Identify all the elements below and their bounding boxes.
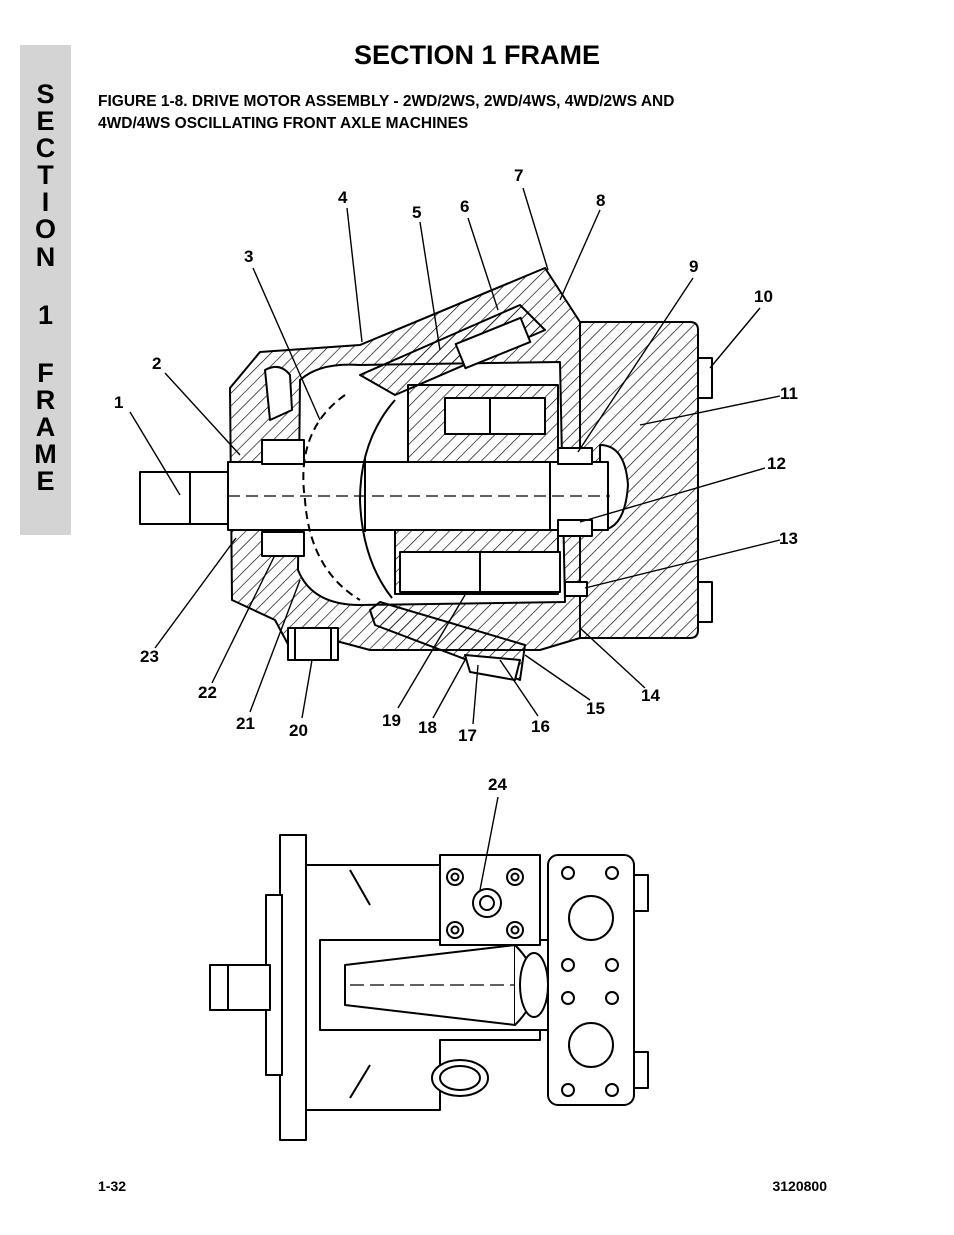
callout-1: 1 [114, 393, 124, 412]
callout-2: 2 [152, 354, 162, 373]
side-tab-letter: R [35, 385, 56, 415]
callout-4: 4 [338, 188, 348, 207]
callout-17: 17 [458, 726, 477, 745]
callout-23: 23 [140, 647, 159, 666]
callout-21: 21 [236, 714, 255, 733]
callout-16: 16 [531, 717, 550, 736]
callout-18: 18 [418, 718, 437, 737]
side-tab-letter: F [37, 358, 54, 388]
callout-19: 19 [382, 711, 401, 730]
callout-8: 8 [596, 191, 606, 210]
callout-11: 11 [780, 384, 798, 403]
side-tab-letter: M [34, 439, 57, 469]
side-tab-letter: E [36, 466, 55, 496]
callout-6: 6 [460, 197, 470, 216]
callout-14: 14 [641, 686, 660, 705]
callout-3: 3 [244, 247, 254, 266]
callout-12: 12 [767, 454, 786, 473]
section-side-tab: S E C T I O N 1 F R A M E [20, 45, 71, 535]
callout-5: 5 [412, 203, 422, 222]
sectional-view [139, 267, 713, 681]
document-number: 3120800 [772, 1178, 827, 1194]
page-title: SECTION 1 FRAME [353, 40, 601, 70]
side-tab-letter: 1 [37, 300, 54, 330]
figure-caption-line1: FIGURE 1-8. DRIVE MOTOR ASSEMBLY - 2WD/2… [98, 93, 675, 110]
side-tab-letter: I [41, 187, 50, 217]
figure-caption: FIGURE 1-8. DRIVE MOTOR ASSEMBLY - 2WD/2… [98, 91, 858, 135]
exterior-view [209, 834, 649, 1141]
callout-7: 7 [514, 166, 524, 185]
side-tab-letter: S [36, 79, 55, 109]
leader-lines [129, 187, 781, 725]
figure-caption-line2: 4WD/4WS OSCILLATING FRONT AXLE MACHINES [98, 115, 469, 132]
side-tab-letter: T [37, 160, 54, 190]
leader-line-24 [479, 796, 499, 891]
callout-22: 22 [198, 683, 217, 702]
callout-15: 15 [586, 699, 605, 718]
callout-13: 13 [779, 529, 798, 548]
callout-10: 10 [754, 287, 773, 306]
callout-20: 20 [289, 721, 308, 740]
callout-24: 24 [488, 775, 507, 794]
side-tab-letter: C [35, 133, 56, 163]
callout-9: 9 [689, 257, 699, 276]
side-tab-letter: N [35, 242, 56, 272]
page-number: 1-32 [98, 1178, 127, 1194]
side-tab-letter: A [35, 412, 56, 442]
side-tab-letter: O [34, 214, 56, 244]
side-tab-letter: E [36, 106, 55, 136]
